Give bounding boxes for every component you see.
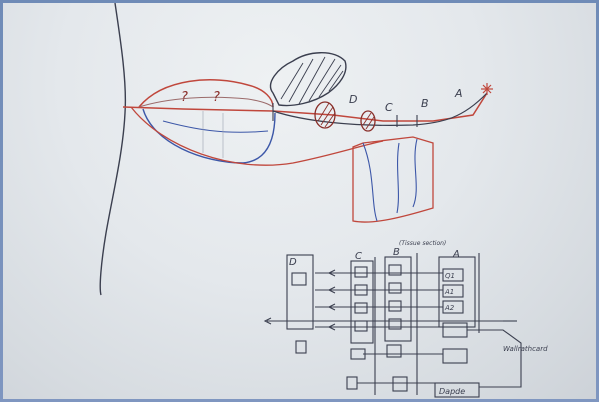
- label-bottom-b: B: [393, 247, 400, 258]
- label-header-note: (Tissue section): [399, 240, 446, 247]
- small-hatched-blobs: [314, 101, 376, 132]
- label-bottom-box: Dapde: [439, 387, 465, 396]
- label-bottom-a: A: [452, 249, 460, 260]
- label-top-b: B: [421, 97, 429, 110]
- label-a-col-3: A2: [444, 304, 455, 312]
- vertical-boundary-line: [99, 3, 127, 296]
- hatched-rock: [269, 52, 347, 107]
- main-red-line: [122, 92, 488, 122]
- whiteboard-sketch: ? ? D C B A: [99, 3, 548, 398]
- label-question-2: ?: [213, 90, 220, 105]
- label-a-col-2: A1: [444, 288, 454, 296]
- label-a-col-1: Q1: [445, 272, 455, 280]
- label-side-note: Wallrathcard: [503, 345, 548, 353]
- label-top-c: C: [385, 101, 393, 114]
- bottom-circuit-diagram: [263, 253, 522, 398]
- label-top-d: D: [349, 93, 357, 106]
- red-cross-section: [352, 136, 434, 223]
- label-question-1: ?: [181, 90, 188, 105]
- upper-red-curve: [138, 79, 274, 108]
- label-top-a: A: [454, 87, 463, 100]
- whiteboard: ? ? D C B A: [3, 3, 596, 399]
- label-bottom-c: C: [355, 251, 362, 262]
- label-bottom-d: D: [289, 257, 297, 268]
